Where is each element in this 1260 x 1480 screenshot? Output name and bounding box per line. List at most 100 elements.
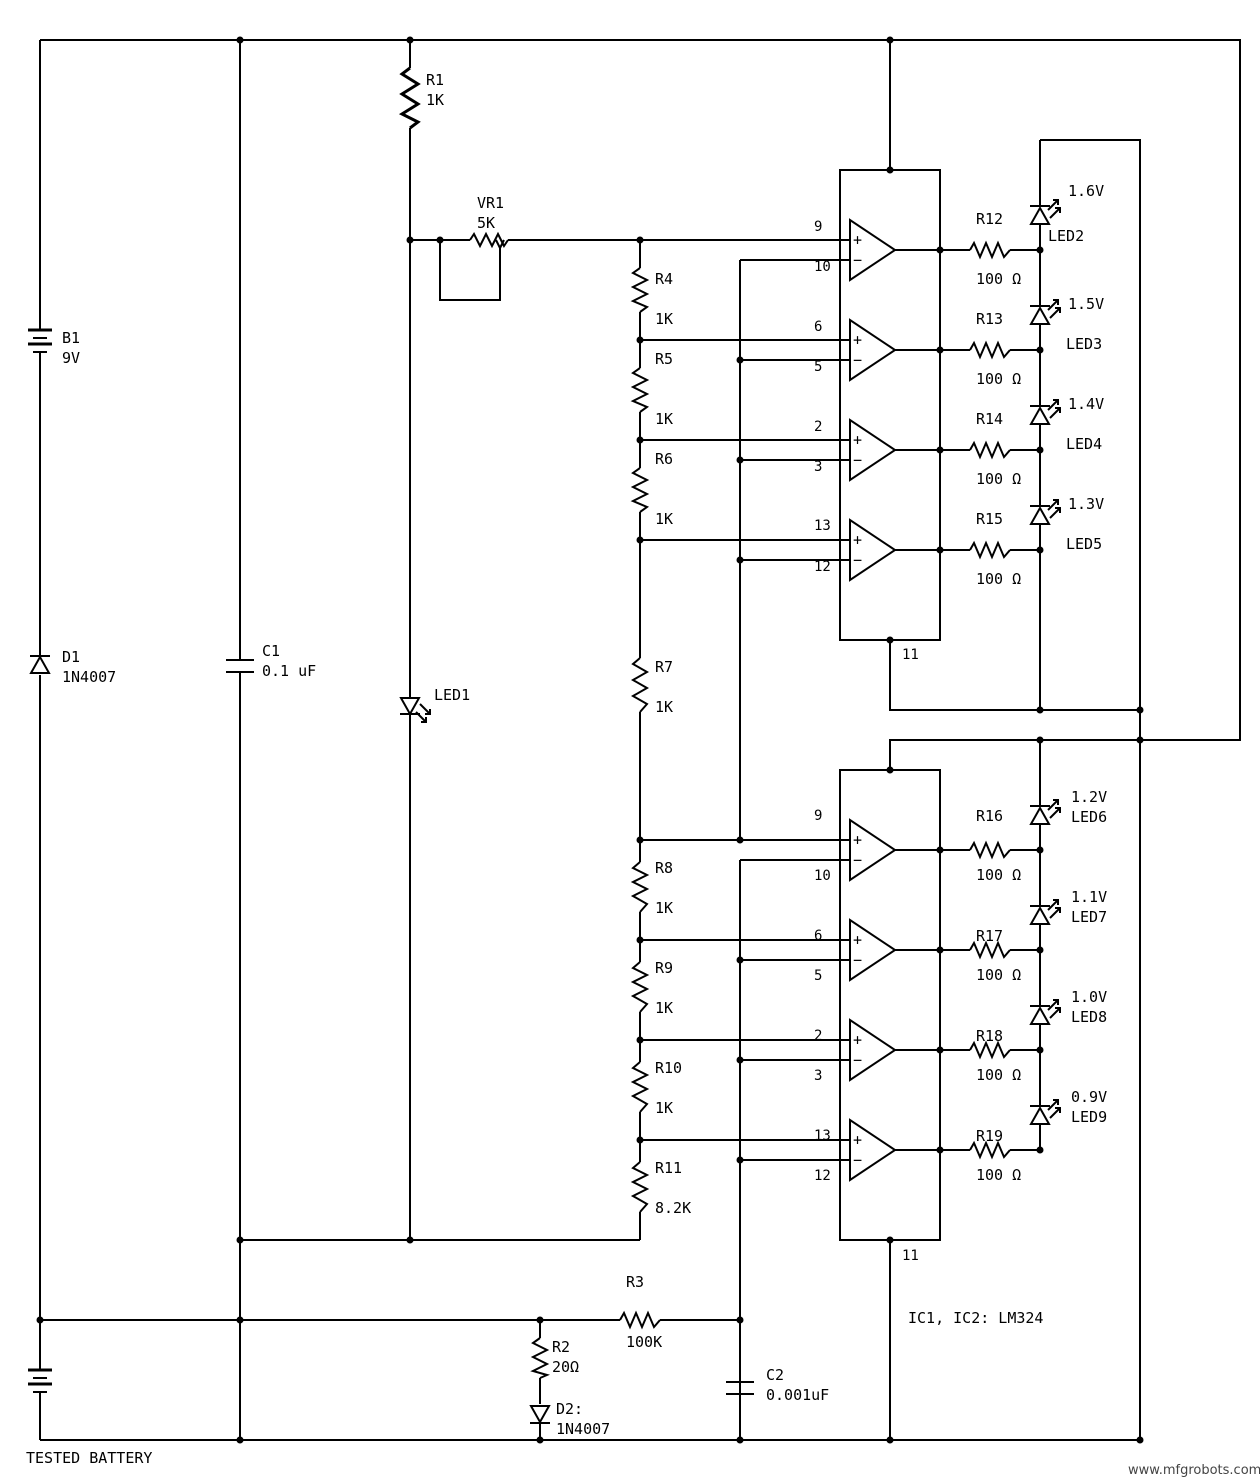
pin-number: 11: [902, 1248, 919, 1264]
r8-label: R8: [655, 859, 673, 877]
led2-symbol: [1029, 199, 1061, 225]
resistor-r11-symbol: [630, 1161, 650, 1213]
d2-label: D2:: [556, 1400, 583, 1418]
c2-value: 0.001uF: [766, 1386, 829, 1404]
pin-number: 10: [814, 259, 831, 275]
r2-label: R2: [552, 1338, 570, 1356]
minus-sign: −: [853, 951, 862, 969]
r11-label: R11: [655, 1159, 682, 1177]
opamp-ic1-b: [849, 318, 897, 382]
opamps: [849, 218, 897, 1182]
plus-sign: +: [853, 331, 862, 349]
plus-sign: +: [853, 1031, 862, 1049]
pin-number: 12: [814, 1168, 831, 1184]
component-labels: B1 9V D1 1N4007 C1 0.1 uF R1 1K VR1 5K L…: [26, 71, 1107, 1467]
r17-label: R17: [976, 927, 1003, 945]
led2-label: LED2: [1048, 227, 1084, 245]
pin-number: 9: [814, 219, 822, 235]
wires: [39, 39, 1241, 1441]
led5-label: LED5: [1066, 535, 1102, 553]
led3-label: LED3: [1066, 335, 1102, 353]
watermark: www.mfgrobots.com: [1128, 1463, 1260, 1478]
pin-number: 9: [814, 808, 822, 824]
minus-sign: −: [853, 1051, 862, 1069]
capacitor-c1-symbol: [226, 659, 254, 673]
plus-sign: +: [853, 431, 862, 449]
r19-value: 100 Ω: [976, 1166, 1021, 1184]
tested-battery-label: TESTED BATTERY: [26, 1449, 152, 1467]
resistor-r4-symbol: [630, 267, 650, 313]
c1-label: C1: [262, 642, 280, 660]
c1-value: 0.1 uF: [262, 662, 316, 680]
minus-sign: −: [853, 551, 862, 569]
resistor-r14-symbol: [969, 440, 1011, 460]
led8-voltage: 1.0V: [1071, 988, 1107, 1006]
resistor-r10-symbol: [630, 1061, 650, 1113]
pin-number: 11: [902, 647, 919, 663]
led8-symbol: [1029, 999, 1061, 1025]
led-symbols: [399, 199, 1061, 1125]
r18-label: R18: [976, 1027, 1003, 1045]
led7-symbol: [1029, 899, 1061, 925]
r1-label: R1: [426, 71, 444, 89]
led3-voltage: 1.5V: [1068, 295, 1104, 313]
plus-sign: +: [853, 931, 862, 949]
b1-label: B1: [62, 329, 80, 347]
opamp-ic2-d: [849, 1118, 897, 1182]
ic-type-note: IC1, IC2: LM324: [908, 1309, 1043, 1327]
resistor-r3-symbol: [619, 1310, 661, 1330]
minus-sign: −: [853, 251, 862, 269]
b1-value: 9V: [62, 349, 80, 367]
resistor-r17-symbol: [969, 940, 1011, 960]
led6-symbol: [1029, 799, 1061, 825]
r7-label: R7: [655, 658, 673, 676]
resistor-r13-symbol: [969, 340, 1011, 360]
led3-symbol: [1029, 299, 1061, 325]
vr1-value: 5K: [477, 214, 495, 232]
r16-label: R16: [976, 807, 1003, 825]
r6-value: 1K: [655, 510, 673, 528]
r7-value: 1K: [655, 698, 673, 716]
battery-b1-symbol: [28, 328, 52, 353]
junction-dots: [36, 36, 1144, 1444]
resistor-r18-symbol: [969, 1040, 1011, 1060]
led7-voltage: 1.1V: [1071, 888, 1107, 906]
opamp-ic1-d: [849, 518, 897, 582]
r12-value: 100 Ω: [976, 270, 1021, 288]
led7-label: LED7: [1071, 908, 1107, 926]
led4-voltage: 1.4V: [1068, 395, 1104, 413]
led8-label: LED8: [1071, 1008, 1107, 1026]
r15-value: 100 Ω: [976, 570, 1021, 588]
r9-label: R9: [655, 959, 673, 977]
pin-number: 10: [814, 868, 831, 884]
r19-label: R19: [976, 1127, 1003, 1145]
led6-voltage: 1.2V: [1071, 788, 1107, 806]
plus-sign: +: [853, 531, 862, 549]
resistor-r19-symbol: [969, 1140, 1011, 1160]
output-resistors: [619, 240, 1011, 1330]
d1-label: D1: [62, 648, 80, 666]
led4-label: LED4: [1066, 435, 1102, 453]
minus-sign: −: [853, 351, 862, 369]
led9-label: LED9: [1071, 1108, 1107, 1126]
opamp-ic1-a: [849, 218, 897, 282]
pin-number: 5: [814, 968, 822, 984]
led5-symbol: [1029, 499, 1061, 525]
r13-label: R13: [976, 310, 1003, 328]
d2-value: 1N4007: [556, 1420, 610, 1438]
pin-number: 2: [814, 419, 822, 435]
resistor-r7-symbol: [630, 657, 650, 713]
r4-value: 1K: [655, 310, 673, 328]
tested-battery-symbol: [28, 1368, 52, 1393]
r8-value: 1K: [655, 899, 673, 917]
resistor-r5-symbol: [630, 367, 650, 413]
pin-number: 2: [814, 1028, 822, 1044]
led1-label: LED1: [434, 686, 470, 704]
pin-number: 6: [814, 928, 822, 944]
pin-number: 13: [814, 1128, 831, 1144]
opamp-ic2-c: [849, 1018, 897, 1082]
r14-label: R14: [976, 410, 1003, 428]
d1-value: 1N4007: [62, 668, 116, 686]
led5-voltage: 1.3V: [1068, 495, 1104, 513]
